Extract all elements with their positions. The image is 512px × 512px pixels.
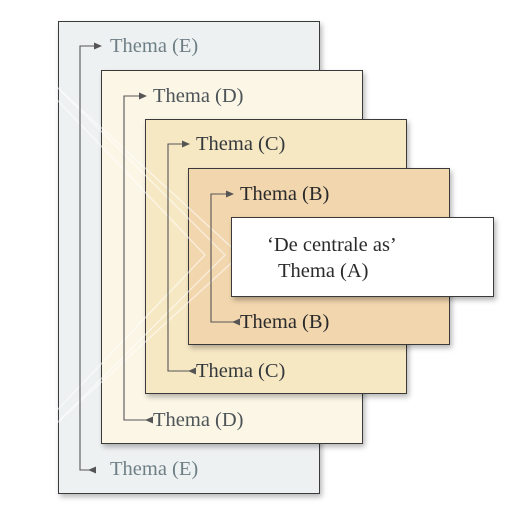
label-thema-c-top: Thema (C) xyxy=(196,133,286,155)
label-thema-c-bottom: Thema (C) xyxy=(196,360,286,382)
label-thema-b-bottom: Thema (B) xyxy=(240,311,330,333)
label-thema-d-top: Thema (D) xyxy=(153,85,244,107)
central-axis-title: ‘De centrale as’ xyxy=(267,234,397,256)
central-axis-box: ‘De centrale as’ Thema (A) xyxy=(231,217,494,297)
central-axis-theme: Thema (A) xyxy=(278,260,369,282)
label-thema-d-bottom: Thema (D) xyxy=(153,409,244,431)
label-thema-e-top: Thema (E) xyxy=(110,35,199,57)
label-thema-e-bottom: Thema (E) xyxy=(110,458,199,480)
label-thema-b-top: Thema (B) xyxy=(240,183,330,205)
